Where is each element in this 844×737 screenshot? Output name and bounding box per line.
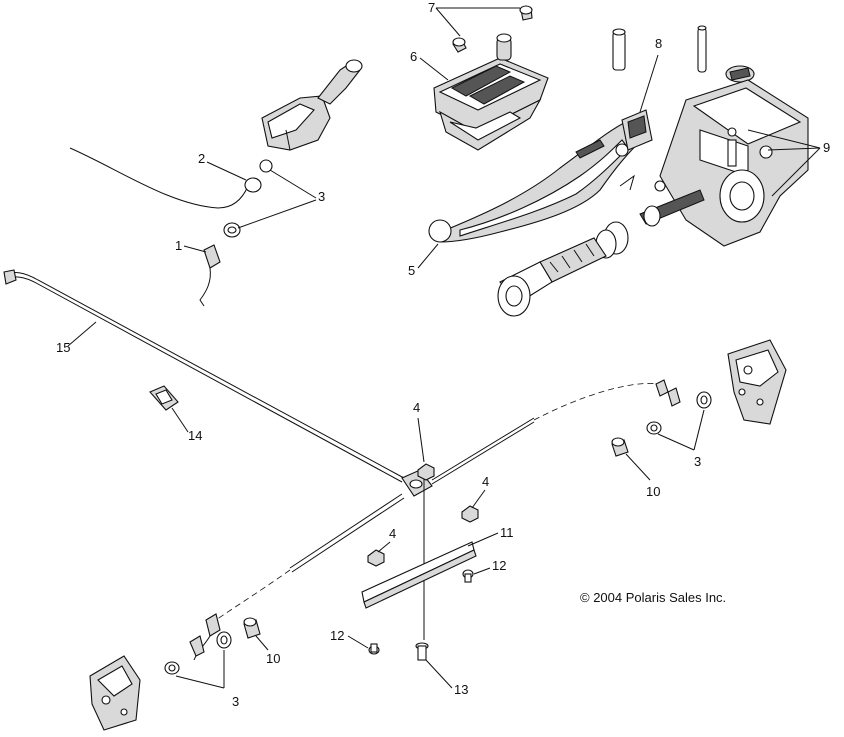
callout-3-upper: 3 (318, 189, 325, 204)
callout-2: 2 (198, 151, 205, 166)
banjo-washer-upper (223, 159, 273, 238)
nut-4a (417, 463, 435, 481)
callout-5: 5 (408, 263, 415, 278)
copyright-notice: © 2004 Polaris Sales Inc. (580, 590, 726, 605)
callout-14: 14 (188, 428, 202, 443)
callout-12-right: 12 (492, 558, 506, 573)
master-cylinder-9 (659, 79, 809, 247)
hose-left-caliper (193, 493, 405, 661)
reservoir-cap-6 (433, 33, 549, 151)
lever-bracket (261, 59, 363, 151)
callout-11: 11 (500, 525, 514, 540)
brake-hose-upper (69, 147, 249, 209)
piston-assembly (497, 174, 705, 317)
callout-4-left: 4 (389, 526, 396, 541)
cap-screws-7 (452, 5, 533, 53)
hose-right-caliper (431, 383, 661, 485)
callout-1: 1 (175, 238, 182, 253)
callout-12-left: 12 (330, 628, 344, 643)
pivot-bushing-8 (621, 109, 653, 151)
callout-13: 13 (454, 682, 468, 697)
bolt-13 (415, 642, 429, 661)
callout-4-top: 4 (413, 400, 420, 415)
hose-clip-14 (149, 385, 179, 411)
nut-4b (461, 505, 479, 523)
callout-7: 7 (428, 0, 435, 15)
bolt-10-left (243, 617, 261, 639)
banjo-left (164, 631, 232, 675)
pivot-pin (612, 25, 707, 73)
reservoir-plug (725, 65, 755, 83)
bracket-plate-11 (361, 541, 477, 609)
nut-4c (367, 549, 385, 567)
bolt-10-right (611, 437, 629, 457)
brake-line-15 (3, 269, 405, 483)
caliper-right (727, 339, 787, 425)
callout-10-left: 10 (266, 651, 280, 666)
callout-9: 9 (823, 140, 830, 155)
banjo-bolt-1 (199, 244, 221, 307)
banjo-right (646, 379, 712, 435)
screw-12-right (462, 569, 474, 583)
callout-3-left: 3 (232, 694, 239, 709)
callout-4-right: 4 (482, 474, 489, 489)
callout-15: 15 (56, 340, 70, 355)
callout-8: 8 (655, 36, 662, 51)
screw-12-left (368, 643, 380, 655)
callout-6: 6 (410, 49, 417, 64)
caliper-left (89, 655, 141, 731)
callout-10-right: 10 (646, 484, 660, 499)
callout-3-right: 3 (694, 454, 701, 469)
